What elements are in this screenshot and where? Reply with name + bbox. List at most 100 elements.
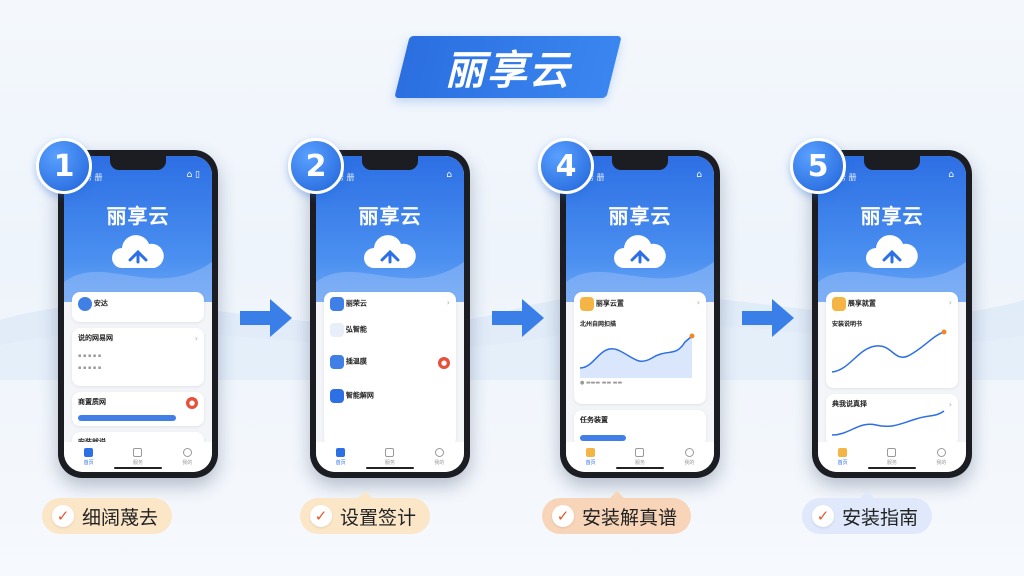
step-label: 细阔蔑去 bbox=[82, 506, 159, 529]
chart-footer: ● ▬▬▬ ▬▬ ▬▬ bbox=[580, 380, 623, 386]
chevron-right-icon: › bbox=[948, 298, 952, 307]
wifi-icon bbox=[330, 355, 344, 369]
check-icon: ✓ bbox=[812, 505, 834, 527]
settings-row[interactable]: 智能解网 bbox=[330, 389, 450, 403]
settings-row[interactable]: 弘智能 bbox=[330, 323, 450, 337]
tab-mine[interactable]: 我的 bbox=[936, 448, 946, 466]
card-row: ▪ ▪ ▪ ▪ ▪ bbox=[78, 353, 102, 359]
phone-screen: 日帮 册 ⌂ 丽享云 丽享云置 › 北州自网扣描 bbox=[566, 156, 714, 472]
row-title: 插温膜 bbox=[345, 357, 367, 366]
chart-card[interactable]: 丽享云置 › 北州自网扣描 ● ▬▬▬ ▬▬ ▬▬ bbox=[574, 292, 706, 404]
app-title: 丽享云 bbox=[106, 204, 170, 228]
card-title: 丽荣云 bbox=[345, 299, 367, 308]
bell-icon[interactable]: ⌂ ▯ bbox=[186, 170, 200, 180]
chart-title: 安装说明书 bbox=[832, 321, 863, 328]
tab-service[interactable]: 服务 bbox=[887, 448, 897, 466]
phone-mockup: 日帮 册 ⌂ 丽享云 展享就置 › 安装说明书 bbox=[812, 150, 972, 478]
pill-pointer bbox=[859, 491, 875, 499]
hero-header: 日帮 册 ⌂ 丽享云 bbox=[818, 156, 966, 302]
step-number-badge: 2 bbox=[288, 138, 344, 194]
pill-pointer bbox=[357, 491, 373, 499]
card-title: 丽享云置 bbox=[595, 299, 624, 308]
progress-card[interactable]: 商置质网 ● bbox=[72, 392, 204, 426]
cloud-icon bbox=[112, 235, 164, 268]
step-4: 4 日帮 册 ⌂ 丽享云 丽享云置 › 北州自网扣描 bbox=[538, 138, 752, 548]
home-indicator bbox=[868, 467, 916, 469]
tab-home[interactable]: 首页 bbox=[336, 448, 346, 466]
line-chart bbox=[579, 333, 695, 378]
app-title: 丽享云 bbox=[608, 204, 672, 228]
step-label: 安装解真谱 bbox=[582, 506, 678, 529]
home-indicator bbox=[366, 467, 414, 469]
chart-title: 北州自网扣描 bbox=[580, 321, 617, 328]
phone-mockup: 日帮 册 ⌂ 丽享云 丽荣云 › 弘智能 bbox=[310, 150, 470, 478]
check-icon: ✓ bbox=[552, 505, 574, 527]
app-title: 丽享云 bbox=[860, 204, 924, 228]
progress-bar bbox=[580, 435, 626, 441]
phone-screen: 日帮 册 ⌂ 丽享云 丽荣云 › 弘智能 bbox=[316, 156, 464, 472]
brand-title: 丽享云 bbox=[445, 48, 571, 94]
cloud-icon bbox=[614, 235, 666, 268]
phone-mockup: 日帮 册 ⌂ 丽享云 丽享云置 › 北州自网扣描 bbox=[560, 150, 720, 478]
step-label: 安装指南 bbox=[842, 506, 919, 529]
tab-service[interactable]: 服务 bbox=[635, 448, 645, 466]
bell-icon[interactable]: ⌂ bbox=[446, 170, 452, 180]
tab-mine[interactable]: 我的 bbox=[434, 448, 444, 466]
cloud-icon bbox=[866, 235, 918, 268]
info-card[interactable]: 说的网易网 › ▪ ▪ ▪ ▪ ▪ ▪ ▪ ▪ ▪ ▪ bbox=[72, 328, 204, 386]
phone-mockup: 日帮 册 ⌂ ▯ 丽享云 安达 说的网易网 › ▪ ▪ ▪ ▪ ▪ ▪ ▪ bbox=[58, 150, 218, 478]
card-title: 说的网易网 bbox=[78, 334, 113, 342]
tab-bar: 首页 服务 我的 bbox=[566, 442, 714, 472]
trend-chart bbox=[831, 410, 945, 436]
bell-icon[interactable]: ⌂ bbox=[948, 170, 954, 180]
row-title: 智能解网 bbox=[345, 391, 374, 400]
trend-card[interactable]: 典我说真择 › bbox=[826, 394, 958, 446]
tab-home[interactable]: 首页 bbox=[586, 448, 596, 466]
tab-mine[interactable]: 我的 bbox=[684, 448, 694, 466]
tab-mine[interactable]: 我的 bbox=[182, 448, 192, 466]
step-label-pill: ✓ 安装解真谱 bbox=[542, 491, 692, 534]
action-icon[interactable]: ● bbox=[438, 357, 450, 369]
notch bbox=[612, 156, 668, 170]
device-icon bbox=[78, 297, 92, 311]
tab-home[interactable]: 首页 bbox=[84, 448, 94, 466]
check-icon: ✓ bbox=[52, 505, 74, 527]
step-1: 1 日帮 册 ⌂ ▯ 丽享云 安达 说的网易网 bbox=[36, 138, 250, 548]
step-label-pill: ✓ 安装指南 bbox=[802, 491, 933, 534]
tab-service[interactable]: 服务 bbox=[133, 448, 143, 466]
chevron-right-icon: › bbox=[948, 400, 952, 409]
step-number-badge: 4 bbox=[538, 138, 594, 194]
card-title: 典我说真择 bbox=[832, 400, 867, 408]
tab-home[interactable]: 首页 bbox=[838, 448, 848, 466]
arrow-right-icon bbox=[240, 299, 292, 337]
tab-bar: 首页 服务 我的 bbox=[64, 442, 212, 472]
home-indicator bbox=[616, 467, 664, 469]
device-icon bbox=[832, 297, 846, 311]
tab-service[interactable]: 服务 bbox=[385, 448, 395, 466]
bell-icon[interactable]: ⌂ bbox=[696, 170, 702, 180]
row-title: 弘智能 bbox=[345, 325, 367, 334]
step-label-pill: ✓ 细阔蔑去 bbox=[42, 498, 173, 534]
device-icon bbox=[330, 297, 344, 311]
device-label: 安达 bbox=[93, 299, 108, 308]
brand-banner: 丽享云 bbox=[394, 36, 622, 98]
arrow-right-icon bbox=[742, 299, 794, 337]
app-title: 丽享云 bbox=[358, 204, 422, 228]
settings-row[interactable]: 插温膜 ● bbox=[330, 355, 450, 369]
action-icon[interactable]: ● bbox=[186, 397, 198, 409]
arrow-right-icon bbox=[492, 299, 544, 337]
task-card[interactable]: 任务装置 bbox=[574, 410, 706, 446]
device-card[interactable]: 安达 bbox=[72, 292, 204, 322]
settings-card: 丽荣云 › 弘智能 插温膜 ● 智能解网 bbox=[324, 292, 456, 446]
chart-card[interactable]: 展享就置 › 安装说明书 bbox=[826, 292, 958, 388]
card-row: ▪ ▪ ▪ ▪ ▪ bbox=[78, 365, 102, 371]
card-title: 任务装置 bbox=[580, 416, 608, 424]
chevron-right-icon: › bbox=[446, 298, 450, 307]
phone-screen: 日帮 册 ⌂ 丽享云 展享就置 › 安装说明书 bbox=[818, 156, 966, 472]
step-label: 设置签计 bbox=[340, 506, 417, 529]
phone-screen: 日帮 册 ⌂ ▯ 丽享云 安达 说的网易网 › ▪ ▪ ▪ ▪ ▪ ▪ ▪ bbox=[64, 156, 212, 472]
hero-header: 日帮 册 ⌂ ▯ 丽享云 bbox=[64, 156, 212, 302]
notch bbox=[362, 156, 418, 170]
step-number-badge: 5 bbox=[790, 138, 846, 194]
hero-header: 日帮 册 ⌂ 丽享云 bbox=[316, 156, 464, 302]
